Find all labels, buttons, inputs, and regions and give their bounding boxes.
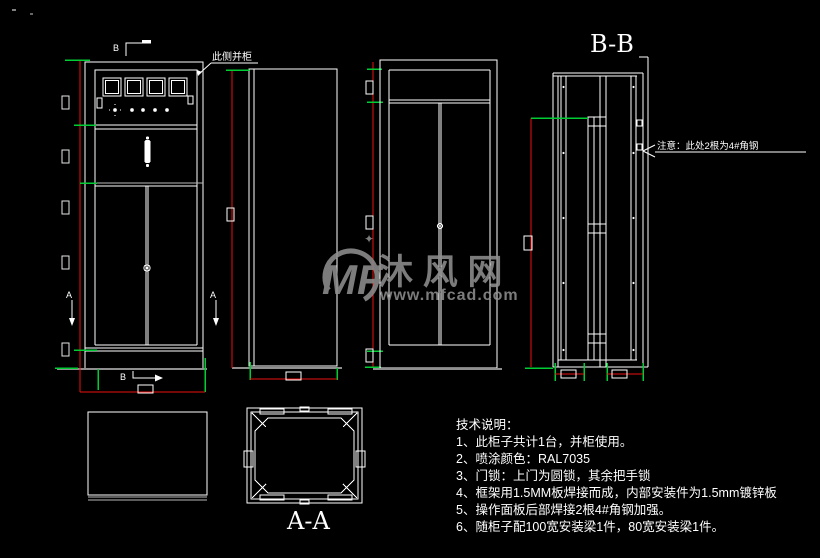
aa-section-view: A-A [243,406,366,535]
angle-steel-note-text: 注意：此处2根为4#角钢 [657,140,758,152]
watermark-brand: 沐 风 网 [378,253,502,292]
indicator-lights [108,103,169,117]
back-view [365,59,502,371]
marker-a-right: A [210,290,216,300]
tech-notes-title: 技术说明： [456,417,519,432]
side-view [226,68,342,381]
tech-note-4: 4、框架用1.5MM板焊接而成，内部安装件为1.5mm镀锌板 [456,485,777,500]
door-handle-icon [144,136,151,167]
tech-notes: 技术说明： 1、此柜子共计1台，并柜使用。 2、喷涂颜色：RAL7035 3、门… [456,417,777,534]
watermark-url: www.mfcad.com [379,287,519,304]
back-door-lock-icon [437,223,443,229]
panel-lock-icon [187,95,194,105]
watermark: ✦ MF 沐 风 网 www.mfcad.com [322,232,519,306]
marker-b-top: B [113,43,119,53]
tech-note-6: 6、随柜子配100宽安装梁1件，80宽安装梁1件。 [456,519,724,534]
front-view-dimensions [55,59,206,394]
door-lock-icon [143,264,151,272]
bb-dimensions [523,117,644,381]
top-view [87,411,208,501]
watermark-sparkle-icon: ✦ [364,232,374,246]
section-markers: B B A A [66,40,219,382]
tech-note-3: 3、门锁：上门为圆锁，其余把手锁 [456,468,651,483]
aa-section-label: A-A [286,507,330,535]
bb-rivets [562,85,635,352]
tech-note-2: 2、喷涂颜色：RAL7035 [456,451,590,466]
front-view [57,61,207,371]
tech-note-1: 1、此柜子共计1台，并柜使用。 [456,434,632,449]
angle-steel-note: 注意：此处2根为4#角钢 [642,140,806,158]
marker-a-left: A [66,290,72,300]
marker-b-bottom: B [120,372,126,382]
panel-hinge-icon [96,97,103,109]
side-join-text: 此侧并柜 [212,50,252,63]
screen-artifacts [12,9,33,15]
watermark-logo: MF [322,256,384,303]
tech-note-5: 5、操作面板后部焊接2根4#角钢加强。 [456,502,671,517]
side-join-callout: 此侧并柜 [197,50,258,76]
bb-section-view: B-B [523,30,806,381]
bb-section-label: B-B [590,30,634,58]
